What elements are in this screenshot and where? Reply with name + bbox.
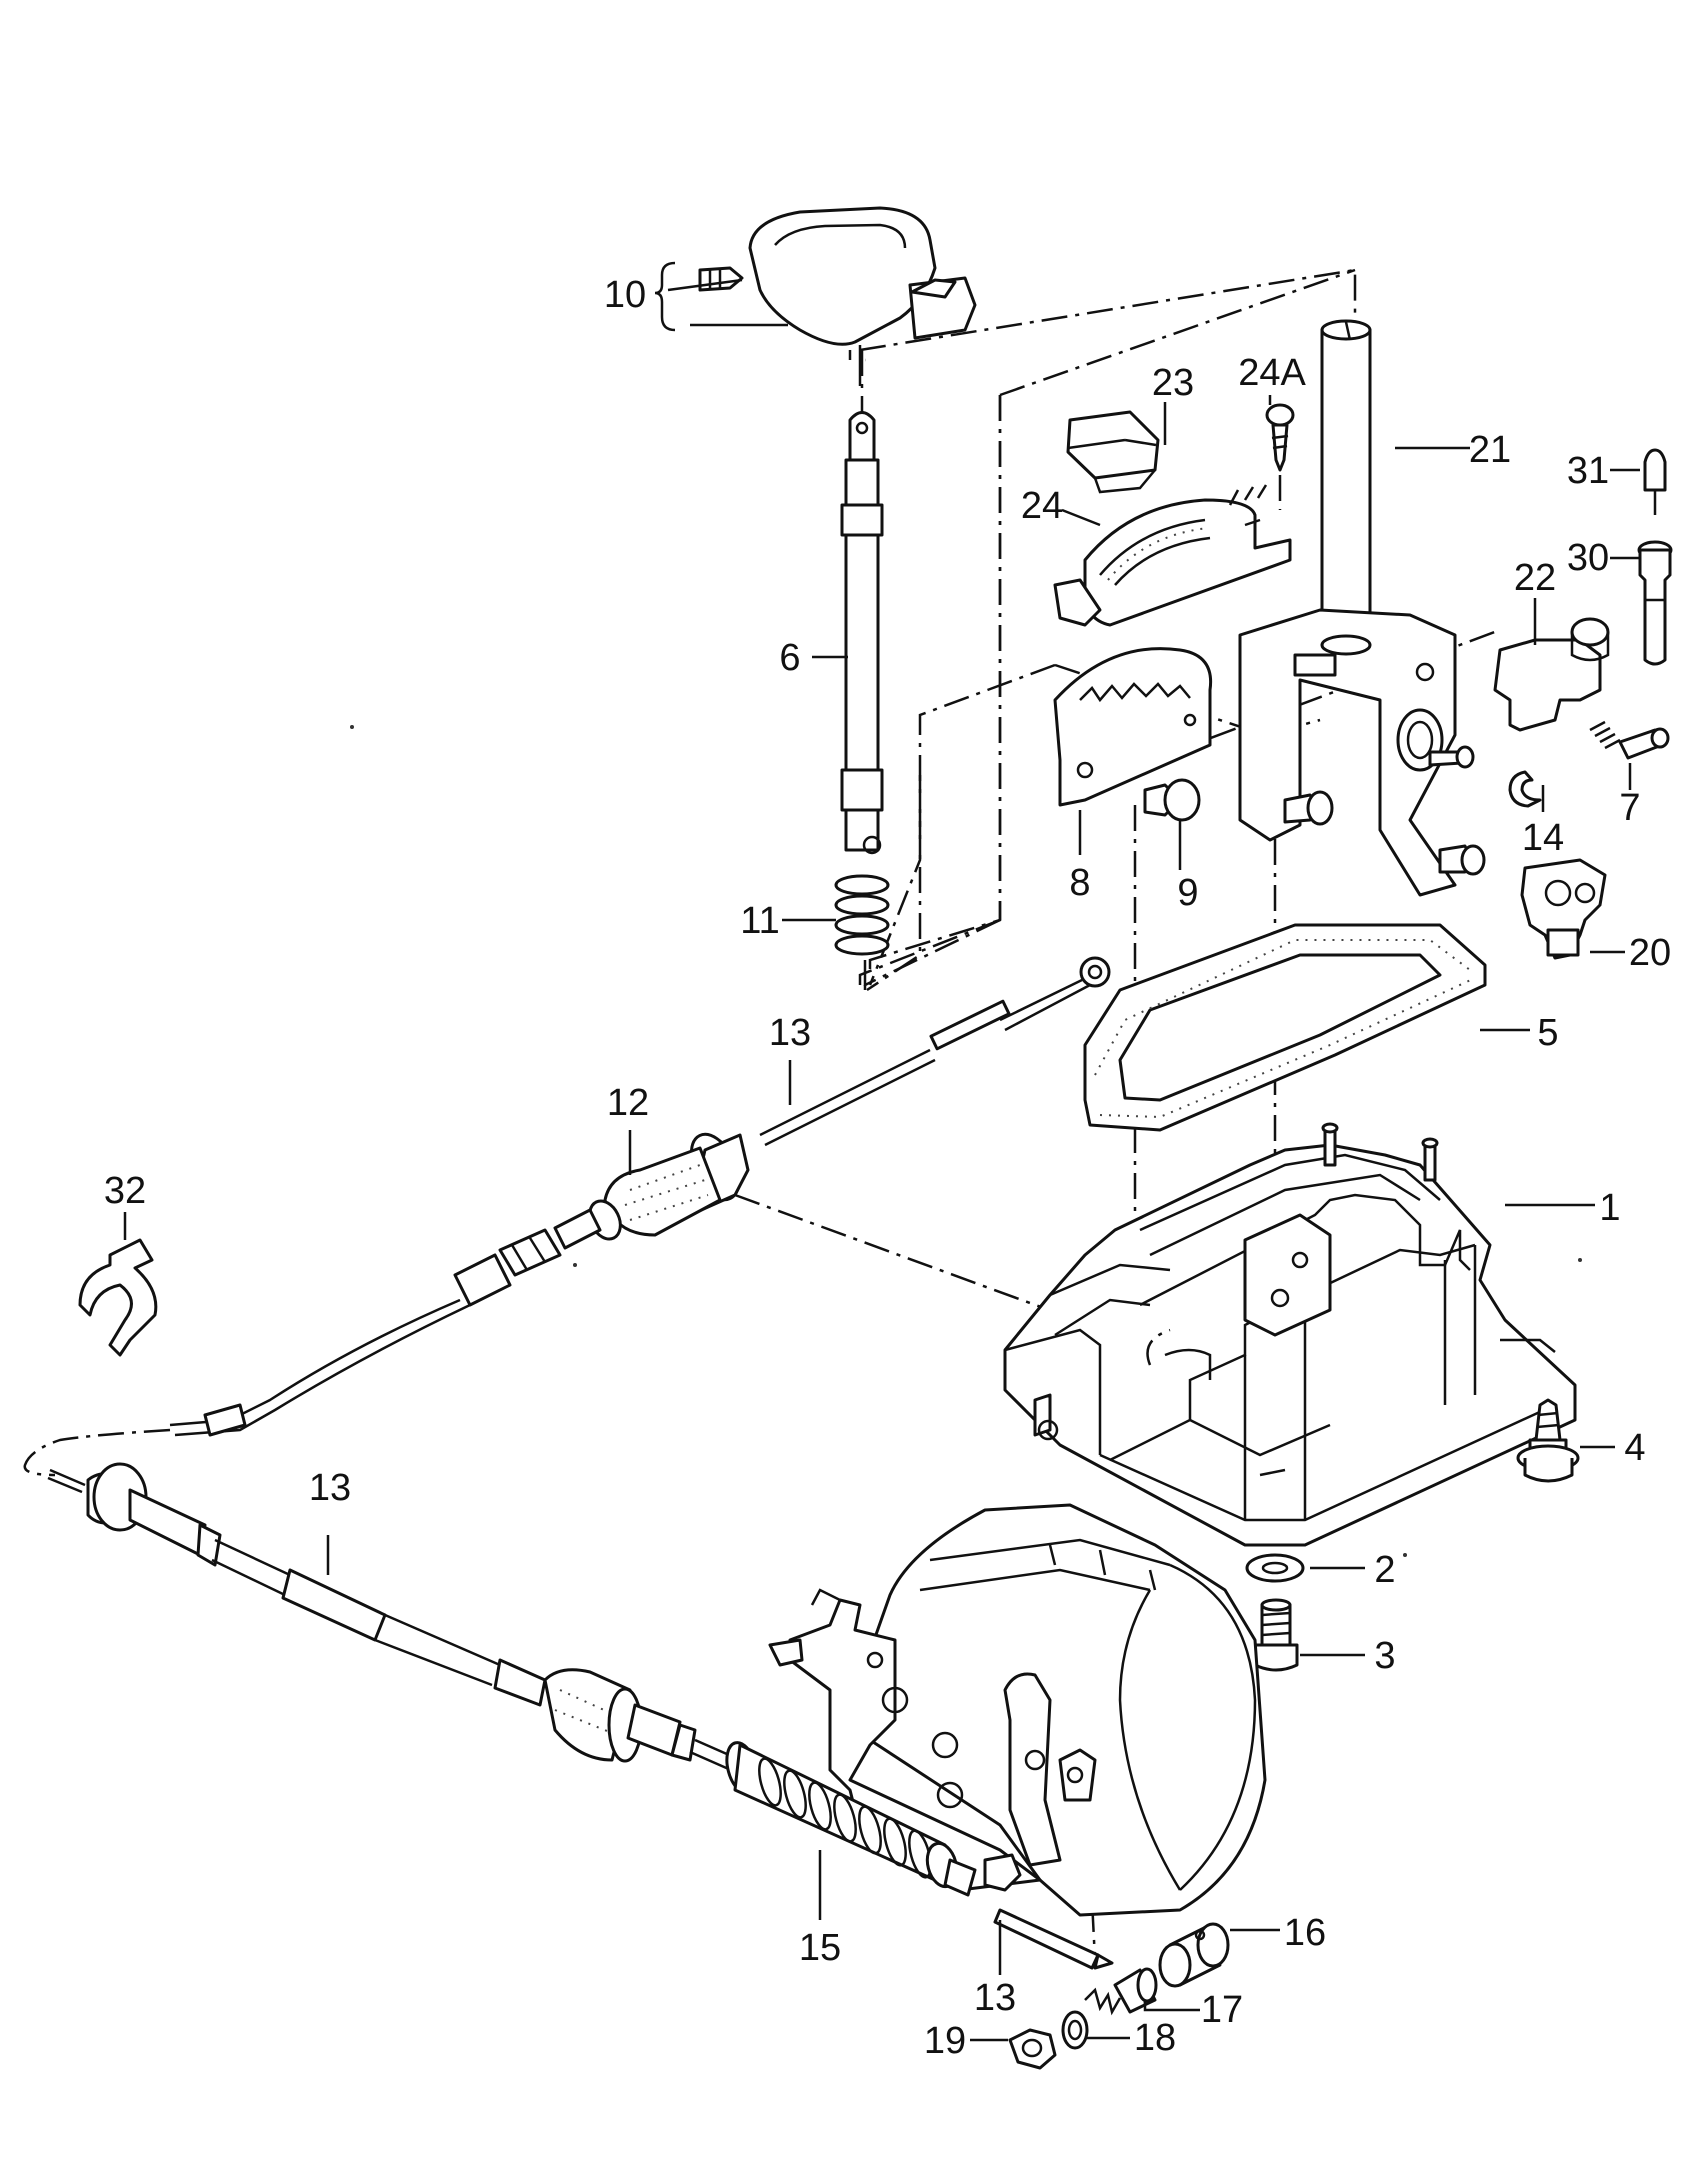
label-9: 9	[1177, 872, 1198, 914]
screw-24a	[1265, 403, 1295, 510]
label-14: 14	[1522, 817, 1564, 859]
selector-cover	[1053, 484, 1292, 627]
stray-marks	[350, 725, 1582, 1557]
washer	[1245, 1553, 1305, 1583]
bracket-clip	[1493, 617, 1610, 732]
label-17: 17	[1201, 1989, 1243, 2031]
transmission-housing	[768, 1503, 1267, 1917]
label-23: 23	[1152, 362, 1194, 404]
gasket	[1083, 923, 1487, 1132]
label-7: 7	[1619, 787, 1640, 829]
label-30: 30	[1567, 537, 1609, 579]
bracket-shaft	[1238, 319, 1486, 897]
label-18: 18	[1134, 2017, 1176, 2059]
label-31: 31	[1567, 450, 1609, 492]
label-2: 2	[1374, 1549, 1395, 1591]
label-20: 20	[1629, 932, 1671, 974]
bolt-4	[1516, 1398, 1580, 1483]
washer-18	[1061, 2010, 1089, 2050]
label-16: 16	[1284, 1912, 1326, 1954]
part-labels: 1 2 3 4 5 6 7 8 9 10 11 12 13 13 13 14 1…	[104, 274, 1671, 2062]
label-15: 15	[799, 1927, 841, 1969]
cable-clamp	[1520, 858, 1607, 960]
label-13-upper: 13	[769, 1012, 811, 1054]
label-12: 12	[607, 1082, 649, 1124]
shift-housing	[1003, 1122, 1577, 1547]
indicator-lamp	[1066, 410, 1160, 494]
clip-32	[78, 1238, 158, 1357]
label-24: 24	[1021, 485, 1063, 527]
rivet	[1143, 778, 1201, 822]
upper-cable	[23, 956, 1111, 1477]
label-22: 22	[1514, 557, 1556, 599]
cable-end-rod	[993, 1908, 1114, 1970]
bolt-3	[1253, 1598, 1299, 1672]
label-8: 8	[1069, 862, 1090, 904]
shift-knob	[698, 206, 977, 415]
leader-lines	[123, 261, 1640, 2042]
label-11: 11	[740, 900, 779, 942]
label-5: 5	[1537, 1012, 1558, 1054]
label-24a: 24A	[1238, 352, 1306, 394]
pin-30-31	[1637, 448, 1673, 666]
nut-19	[1008, 2028, 1057, 2070]
label-6: 6	[779, 637, 800, 679]
label-13-lower: 13	[309, 1467, 351, 1509]
label-10: 10	[604, 274, 646, 316]
spring-sleeve	[725, 1741, 977, 1897]
label-3: 3	[1374, 1635, 1395, 1677]
label-13-end: 13	[974, 1977, 1016, 2019]
label-4: 4	[1624, 1427, 1645, 1469]
label-21: 21	[1469, 429, 1511, 471]
bushing	[1158, 1922, 1230, 1988]
pin-7	[1589, 720, 1670, 760]
label-1: 1	[1599, 1187, 1620, 1229]
label-32: 32	[104, 1170, 146, 1212]
shift-lever	[840, 411, 884, 855]
label-19: 19	[924, 2020, 966, 2062]
gate-plate	[1053, 647, 1213, 807]
circlip	[1508, 770, 1542, 808]
lower-cable	[47, 1462, 746, 1776]
spring	[834, 874, 890, 990]
